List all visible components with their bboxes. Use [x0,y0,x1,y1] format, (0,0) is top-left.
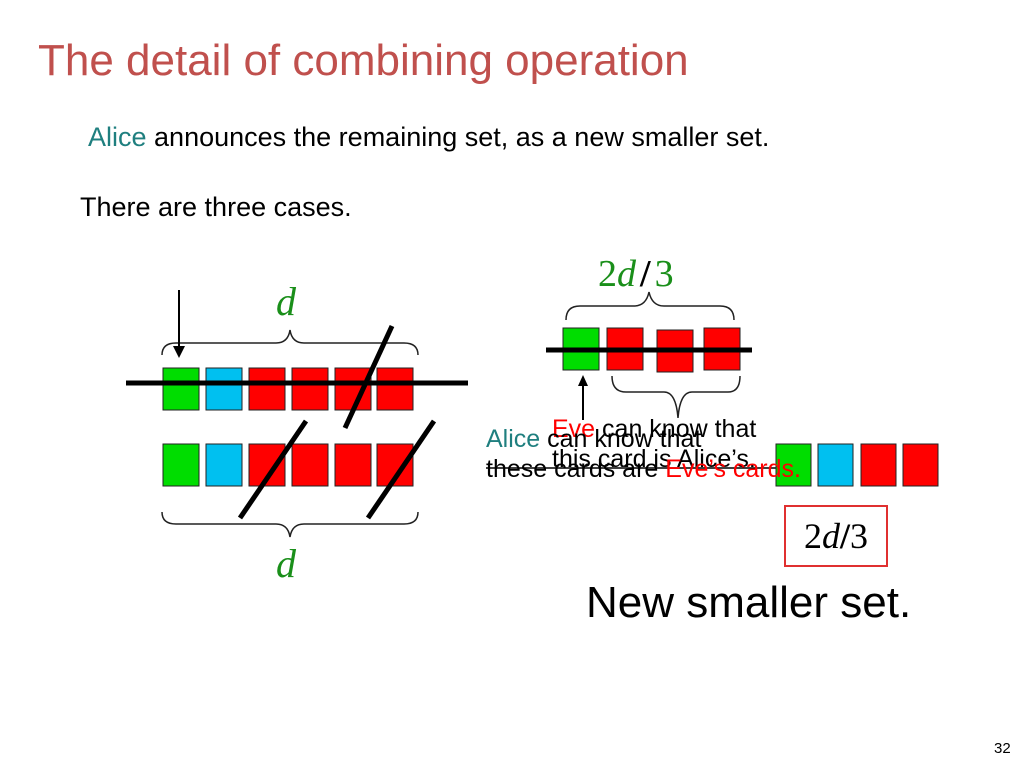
intro-rest: announces the remaining set, as a new sm… [146,122,770,152]
card-red [291,367,329,411]
label-d-bottom: d [276,541,296,586]
cases-sentence: There are three cases. [80,192,352,222]
diagonal-strike [237,419,309,520]
alice-name: Alice [88,122,147,152]
diagonal-strike [342,324,395,430]
page-number: 32 [994,740,1011,757]
alice-note-name: Alice [486,425,541,453]
result-box: 2d/3 [784,505,888,567]
brace-under-red [611,375,741,419]
card-green [162,367,200,411]
card-blue [205,367,243,411]
intro-sentence: Alice announces the remaining set, as a … [88,122,769,153]
eve-name: Eve [552,415,596,443]
up-arrow-head [578,375,588,386]
result-card-red [902,443,939,487]
card-red [248,367,286,411]
result-card-blue [817,443,854,487]
new-smaller-set-caption: New smaller set. [586,578,912,627]
brace-top-right [565,291,735,321]
result-card-red [860,443,897,487]
card-green [162,443,200,487]
pointer-arrow-head [173,346,185,358]
slide-title: The detail of combining operation [38,36,689,85]
eve-note: Eve can know that this card is Alice’s. [552,415,757,473]
label-two-d-over-three: 2d/3 [598,253,674,295]
card-red [291,443,329,487]
brace-top-left [161,329,419,356]
diagonal-strike [365,419,437,520]
label-d-top: d [276,279,296,324]
card-blue [205,443,243,487]
card-red [334,443,372,487]
brace-bottom-left [161,511,419,538]
result-card-green [775,443,812,487]
alice-note: Alice can know that these cards are Eve’… [486,425,801,483]
card-red [376,367,414,411]
